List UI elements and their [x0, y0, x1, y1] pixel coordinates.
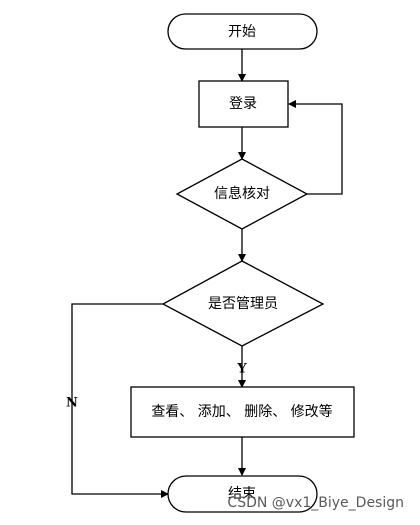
actions-node-label: 查看、 添加、 删除、 修改等 [151, 403, 332, 420]
actions-node [130, 386, 355, 438]
start-node [167, 13, 318, 50]
login-node [198, 80, 289, 128]
verify-decision-label: 信息核对 [214, 185, 270, 202]
arrow-verify-loop-back-to-login [288, 100, 343, 195]
arrow-is-admin-no-to-end [71, 303, 169, 498]
csdn-watermark: CSDN @vx1_Biye_Design [227, 495, 404, 511]
yes-edge-label: Y [236, 362, 247, 377]
login-node-label: 登录 [229, 96, 257, 112]
end-node [167, 475, 318, 513]
start-node-label: 开始 [228, 24, 256, 40]
is-admin-decision [161, 260, 325, 347]
verify-decision [175, 158, 309, 230]
no-edge-label: N [66, 396, 78, 411]
is-admin-decision-label: 是否管理员 [208, 296, 278, 312]
end-node-label: 结束 [228, 486, 256, 502]
